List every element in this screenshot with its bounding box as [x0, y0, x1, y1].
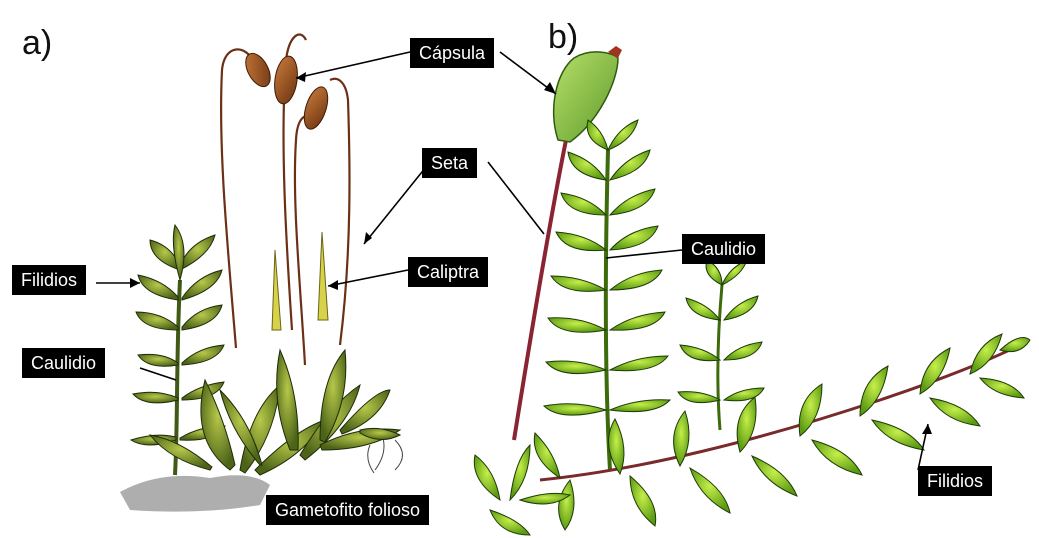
- base-tuft-b: [474, 445, 570, 535]
- label-filidios-b: Filidios: [918, 466, 992, 496]
- label-caulidio-a: Caulidio: [22, 348, 105, 378]
- leader-caulidio-a: [140, 368, 176, 380]
- moss-a: [120, 34, 403, 511]
- capsules-a: [241, 49, 333, 132]
- label-gametofito-folioso: Gametofito folioso: [266, 495, 429, 525]
- moss-b: [474, 46, 1030, 535]
- label-filidios-a: Filidios: [12, 265, 86, 295]
- leader-seta-b: [488, 162, 544, 234]
- label-seta: Seta: [422, 148, 477, 178]
- label-caliptra: Caliptra: [408, 257, 488, 287]
- leader-caulidio-b: [606, 250, 682, 258]
- seta-b: [514, 140, 566, 440]
- arrowheads: [130, 72, 932, 434]
- label-capsula: Cápsula: [410, 38, 494, 68]
- upright-branch-b: [544, 120, 670, 470]
- panel-letter-b: b): [548, 20, 578, 54]
- panel-letter-a: a): [22, 26, 52, 60]
- label-caulidio-b: Caulidio: [682, 234, 765, 264]
- leader-seta-a: [364, 162, 430, 244]
- leader-caliptra: [328, 270, 408, 286]
- rosettes-a: [150, 350, 400, 475]
- leader-capsula-a: [296, 52, 410, 78]
